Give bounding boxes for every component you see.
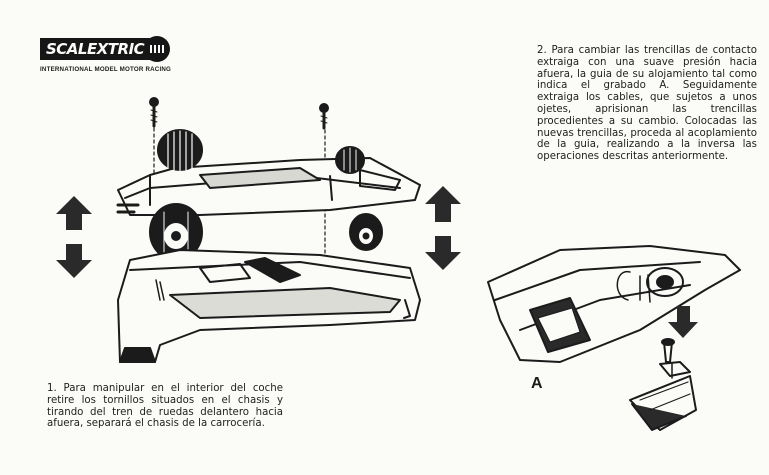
up-down-arrows-icon-left bbox=[56, 196, 92, 278]
car-body-shell bbox=[117, 249, 421, 363]
up-down-arrows-icon-right bbox=[425, 186, 461, 270]
detail-a-nose bbox=[487, 245, 741, 363]
wheel-icon-front-top bbox=[335, 146, 365, 174]
arrow-down-icon bbox=[668, 306, 698, 338]
logo-tagline: INTERNATIONAL MODEL MOTOR RACING bbox=[40, 66, 172, 73]
screw-icon-left bbox=[149, 97, 159, 201]
logo-brand: SCALEXTRIC bbox=[40, 38, 151, 60]
figure-label-a: A bbox=[531, 375, 543, 392]
scalextric-logo: SCALEXTRIC INTERNATIONAL MODEL MOTOR RAC… bbox=[40, 36, 172, 78]
logo-badge-icon bbox=[144, 36, 170, 62]
guide-blade-part bbox=[629, 338, 697, 431]
wheel-icon-front-bottom bbox=[349, 213, 383, 251]
instruction-step-2: 2. Para cambiar las trencillas de contac… bbox=[537, 45, 757, 163]
wheel-icon-rear-top bbox=[157, 129, 203, 172]
wheel-icon-rear-bottom bbox=[149, 203, 203, 261]
instruction-step-1: 1. Para manipular en el interior del coc… bbox=[47, 383, 283, 430]
